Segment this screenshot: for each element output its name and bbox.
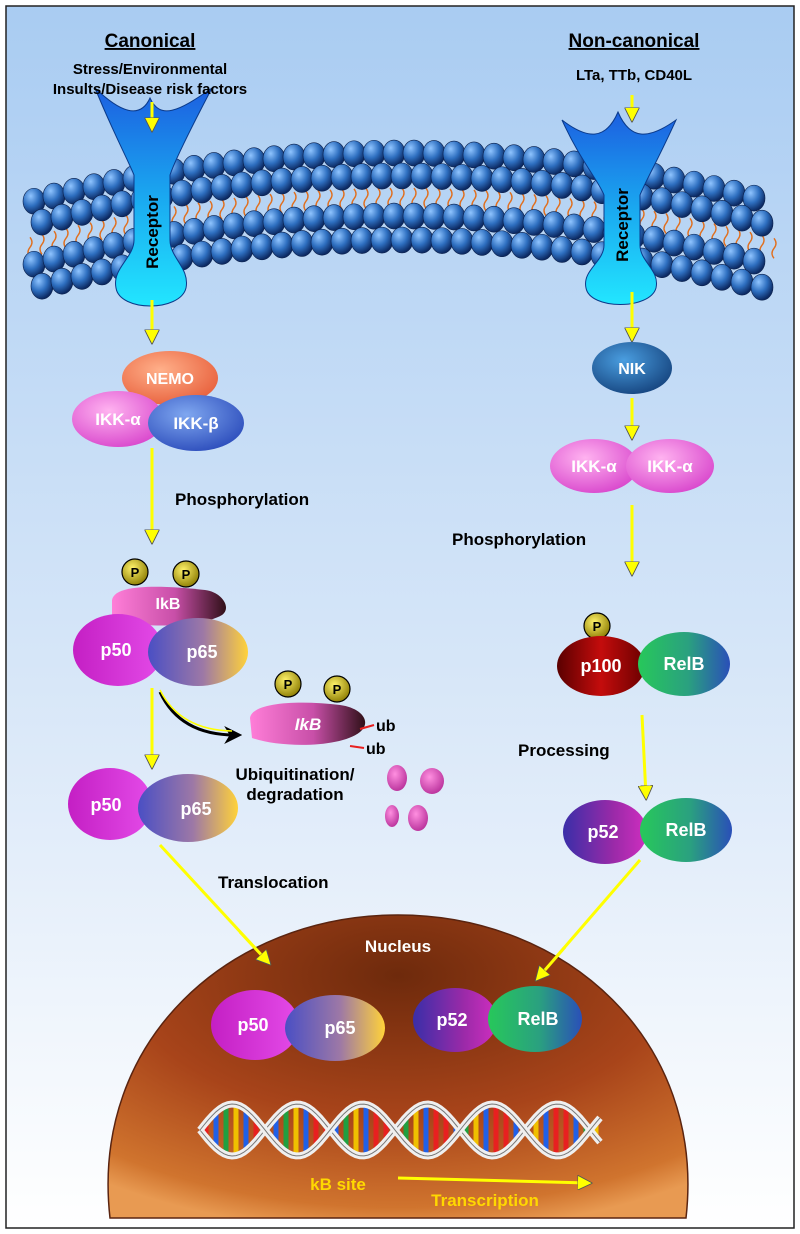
arrow-translocation-tip bbox=[238, 930, 268, 962]
svg-text:RelB: RelB bbox=[665, 820, 706, 840]
p50-p65-dimer: p50 p65 bbox=[68, 768, 238, 842]
degradation-line1: Ubiquitination/ bbox=[236, 765, 355, 784]
svg-text:p52: p52 bbox=[436, 1010, 467, 1030]
p100-label: p100 bbox=[580, 656, 621, 676]
ikk-alpha-label: IKK-α bbox=[95, 410, 141, 429]
svg-text:IKK-α: IKK-α bbox=[647, 457, 693, 476]
arrow-ikb-degradation-highlight bbox=[159, 689, 233, 732]
free-ikb-label: IkB bbox=[295, 715, 321, 734]
svg-text:p65: p65 bbox=[324, 1018, 355, 1038]
svg-text:p65: p65 bbox=[180, 799, 211, 819]
svg-text:P: P bbox=[593, 619, 602, 634]
relb-label: RelB bbox=[663, 654, 704, 674]
translocation-label: Translocation bbox=[218, 873, 329, 892]
noncanonical-heading: Non-canonical bbox=[569, 31, 700, 52]
arrow-ikb-degradation bbox=[158, 691, 243, 744]
nemo-label: NEMO bbox=[146, 371, 194, 388]
noncanonical-receptor: Receptor bbox=[561, 110, 678, 305]
nuclear-p52-relb-dimer: p52 RelB bbox=[413, 986, 582, 1052]
p52-relb-dimer: p52 RelB bbox=[563, 798, 732, 864]
arrow-p52-relb-tip bbox=[538, 946, 567, 978]
ikk-beta-label: IKK-β bbox=[173, 414, 218, 433]
transcription-label: Transcription bbox=[431, 1191, 539, 1210]
canonical-receptor: Receptor bbox=[94, 87, 213, 307]
ub-label-2: ub bbox=[366, 741, 386, 758]
arrow-processing bbox=[642, 714, 646, 796]
nik-kinase: NIK bbox=[592, 342, 672, 394]
ikk-alpha-homodimer: IKK-α IKK-α bbox=[550, 439, 714, 493]
nik-label: NIK bbox=[618, 361, 646, 378]
canonical-phosphorylation-label: Phosphorylation bbox=[175, 490, 309, 509]
pathway-arrows bbox=[152, 95, 646, 1094]
noncanonical-receptor-label: Receptor bbox=[613, 188, 632, 262]
ubiquitinated-ikb: P P IkB ub ub bbox=[250, 670, 396, 758]
svg-text:p50: p50 bbox=[237, 1015, 268, 1035]
phosphate-marker bbox=[274, 670, 302, 698]
phosphate-marker bbox=[323, 675, 351, 703]
kb-site-label: kB site bbox=[310, 1175, 366, 1194]
svg-text:P: P bbox=[131, 565, 140, 580]
svg-text:P: P bbox=[284, 677, 293, 692]
nucleus-label: Nucleus bbox=[365, 937, 431, 956]
processing-label: Processing bbox=[518, 741, 610, 760]
p50-label: p50 bbox=[100, 640, 131, 660]
svg-text:P: P bbox=[182, 567, 191, 582]
svg-text:IKK-α: IKK-α bbox=[571, 457, 617, 476]
p100-relb-complex: P p100 RelB bbox=[557, 612, 730, 696]
canonical-stimulus-line1: Stress/Environmental bbox=[73, 61, 227, 78]
ikb-label: IkB bbox=[156, 596, 181, 613]
degradation-line2: degradation bbox=[246, 785, 343, 804]
nemo-ikk-complex: NEMO IKK-α IKK-β bbox=[72, 351, 244, 451]
phosphate-marker bbox=[172, 560, 200, 588]
svg-text:RelB: RelB bbox=[517, 1009, 558, 1029]
noncanonical-stimulus: LTa, TTb, CD40L bbox=[576, 67, 692, 84]
canonical-receptor-label: Receptor bbox=[143, 195, 162, 269]
p52-label: p52 bbox=[587, 822, 618, 842]
canonical-heading: Canonical bbox=[105, 31, 196, 52]
p65-label: p65 bbox=[186, 642, 217, 662]
svg-text:p50: p50 bbox=[90, 795, 121, 815]
phosphate-marker bbox=[121, 558, 149, 586]
nuclear-p50-p65-dimer: p50 p65 bbox=[211, 990, 385, 1061]
ub-label-1: ub bbox=[376, 718, 396, 735]
svg-text:P: P bbox=[333, 682, 342, 697]
ikb-p50-p65-complex: P P IkB p50 p65 bbox=[73, 558, 248, 686]
degradation-fragments bbox=[385, 765, 444, 831]
noncanonical-phosphorylation-label: Phosphorylation bbox=[452, 530, 586, 549]
transcription-arrow bbox=[397, 1178, 588, 1183]
canonical-stimulus-line2: Insults/Disease risk factors bbox=[53, 81, 247, 98]
dna-double-helix bbox=[197, 1100, 603, 1160]
